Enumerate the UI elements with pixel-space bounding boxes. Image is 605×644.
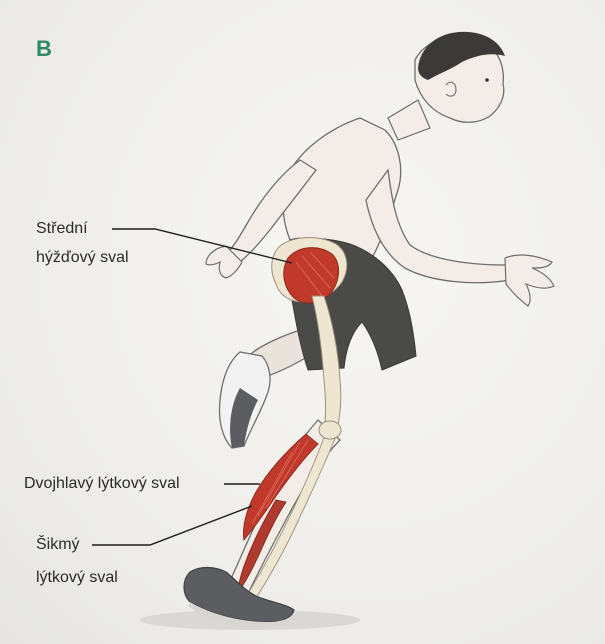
panel-letter: B (36, 36, 52, 62)
label-gluteus-medius-line1: Střední (36, 216, 88, 242)
leader-line-soleus (92, 506, 252, 545)
label-soleus-line1: Šikmý (36, 532, 80, 558)
front-hand (505, 255, 554, 306)
eye (485, 78, 489, 82)
label-gluteus-medius-line2: hýžďový sval (36, 245, 129, 271)
knee (319, 421, 341, 439)
label-soleus-line2: lýtkový sval (36, 565, 118, 591)
label-gastrocnemius: Dvojhlavý lýtkový sval (24, 471, 180, 497)
head (415, 32, 505, 122)
